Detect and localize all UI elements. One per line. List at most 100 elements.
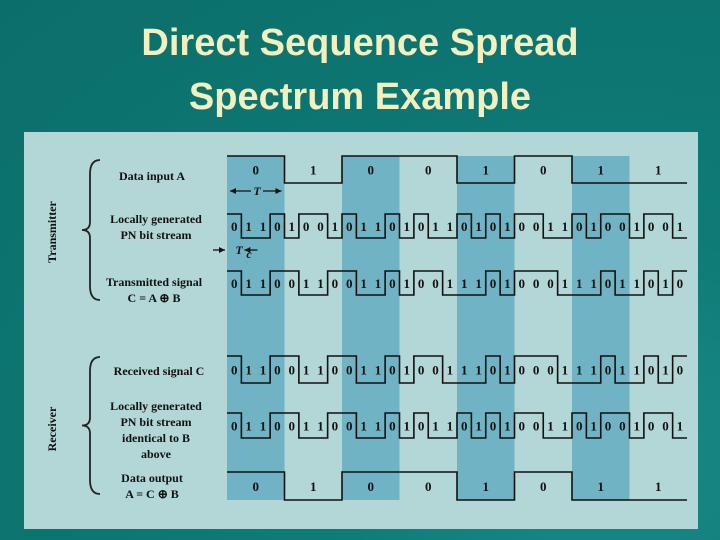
bit-label: 1 <box>677 219 684 234</box>
bit-label: 0 <box>619 219 626 234</box>
bit-label: 0 <box>346 219 353 234</box>
bit-label: 0 <box>346 276 353 291</box>
bit-label: 1 <box>619 276 626 291</box>
bit-label: 0 <box>605 219 612 234</box>
bit-label: 1 <box>403 276 410 291</box>
bit-label: 0 <box>389 219 396 234</box>
bit-label: 1 <box>360 363 367 378</box>
waveform-data-output <box>227 471 687 501</box>
bit-label: 0 <box>231 276 238 291</box>
bit-label: 1 <box>245 276 252 291</box>
row-label-data-output: A = C ⊕ B <box>125 487 179 501</box>
waveform-pn-stream-rx <box>227 412 687 439</box>
row-label-pn-stream-rx: PN bit stream <box>120 415 191 429</box>
bit-label: 1 <box>260 276 267 291</box>
bit-label: 1 <box>447 276 454 291</box>
row-label-transmitted-signal: Transmitted signal <box>106 275 203 289</box>
transmitter-brace <box>81 159 101 301</box>
waveforms <box>227 155 687 501</box>
highlight-column <box>572 156 630 500</box>
receiver-label: Receiver <box>45 406 59 451</box>
bit-label: 0 <box>490 219 497 234</box>
bit-label: 1 <box>598 163 605 178</box>
bit-label: 1 <box>547 219 554 234</box>
row-label-transmitted-signal: C = A ⊕ B <box>128 291 181 305</box>
bit-label: 1 <box>633 276 640 291</box>
bit-label: 1 <box>432 219 439 234</box>
bit-label: 1 <box>633 363 640 378</box>
chip-arrowhead-out <box>244 247 251 253</box>
bit-label: 0 <box>346 419 353 434</box>
bit-label: 0 <box>619 419 626 434</box>
bit-label: 1 <box>504 363 511 378</box>
bit-label: 1 <box>547 419 554 434</box>
bit-label: 0 <box>303 219 310 234</box>
bit-label: 0 <box>231 363 238 378</box>
bit-label: 1 <box>475 219 482 234</box>
bit-label: 1 <box>375 276 382 291</box>
chip-symbol: T <box>235 243 243 257</box>
bit-label: 1 <box>375 419 382 434</box>
bit-label: 0 <box>253 479 260 494</box>
bit-label: 1 <box>504 419 511 434</box>
bit-label: 0 <box>418 276 425 291</box>
period-arrowhead-right <box>275 188 282 194</box>
row-label-pn-stream-rx: identical to B <box>122 431 190 445</box>
bit-label: 1 <box>590 219 597 234</box>
bit-label: 0 <box>648 219 655 234</box>
bit-label: 0 <box>677 363 684 378</box>
bit-label: 0 <box>518 219 525 234</box>
bit-label: 0 <box>648 276 655 291</box>
bit-label: 1 <box>633 419 640 434</box>
bit-label: 1 <box>310 163 317 178</box>
bit-label: 1 <box>360 419 367 434</box>
bit-label: 0 <box>662 419 669 434</box>
transmitter-label: Transmitter <box>45 200 59 262</box>
bit-label: 1 <box>447 419 454 434</box>
bit-label: 1 <box>677 419 684 434</box>
bit-label: 0 <box>317 219 324 234</box>
bit-label: 0 <box>418 363 425 378</box>
bit-label: 1 <box>655 163 662 178</box>
bit-label: 1 <box>245 419 252 434</box>
bit-label: 0 <box>346 363 353 378</box>
bit-label: 1 <box>633 219 640 234</box>
bit-label: 1 <box>360 276 367 291</box>
bit-label: 0 <box>605 363 612 378</box>
bit-label: 0 <box>490 363 497 378</box>
row-label-pn-stream-rx: Locally generated <box>110 399 202 413</box>
bit-label: 0 <box>648 419 655 434</box>
bit-label: 1 <box>590 276 597 291</box>
bit-label: 0 <box>518 419 525 434</box>
bit-label: 1 <box>260 419 267 434</box>
bit-label: 1 <box>288 219 295 234</box>
highlight-columns <box>227 156 630 500</box>
bit-label: 0 <box>533 419 540 434</box>
bit-label: 0 <box>432 276 439 291</box>
bit-label: 1 <box>245 363 252 378</box>
bit-label: 1 <box>483 479 490 494</box>
bit-label: 1 <box>260 363 267 378</box>
bit-label: 1 <box>260 219 267 234</box>
bit-label: 0 <box>677 276 684 291</box>
bit-label: 0 <box>547 363 554 378</box>
bit-label: 0 <box>540 479 547 494</box>
bit-label: 1 <box>332 219 339 234</box>
bit-label: 1 <box>562 363 569 378</box>
bit-label: 1 <box>662 276 669 291</box>
bit-label: 1 <box>360 219 367 234</box>
bit-label: 1 <box>317 276 324 291</box>
bit-label: 0 <box>662 219 669 234</box>
bit-label: 0 <box>274 363 281 378</box>
bit-label: 1 <box>403 219 410 234</box>
bit-label: 1 <box>317 419 324 434</box>
highlight-column <box>342 156 400 500</box>
bit-label: 0 <box>288 276 295 291</box>
bit-label: 0 <box>461 419 468 434</box>
